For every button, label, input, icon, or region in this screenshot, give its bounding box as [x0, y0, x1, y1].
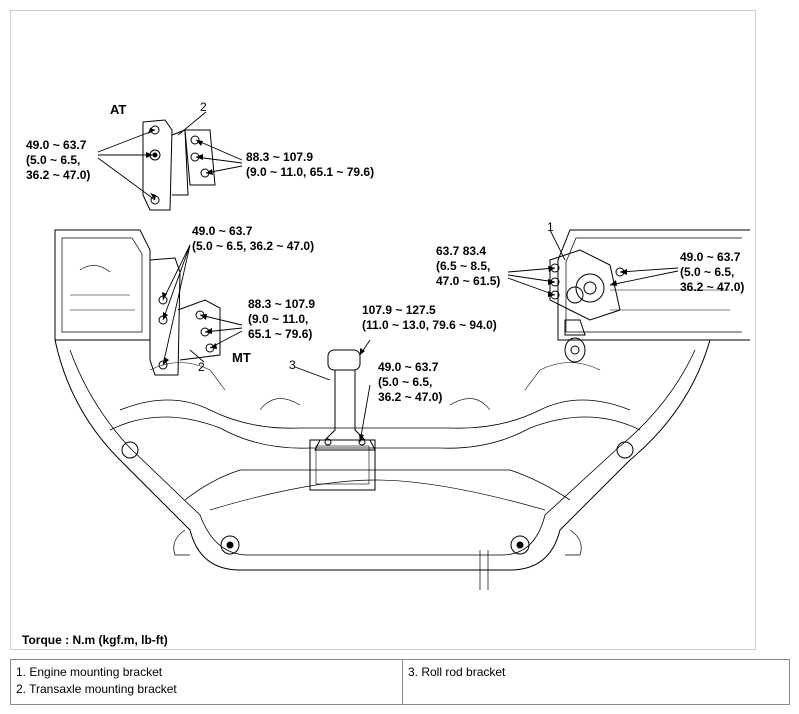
roll-rod-bracket: [314, 349, 376, 451]
legend-item-roll-rod-bracket: 3. Roll rod bracket: [408, 665, 506, 679]
engine-mounting-bracket: [549, 249, 625, 363]
roll-rod-torque-top: 107.9 ~ 127.5 (11.0 ~ 13.0, 79.6 ~ 94.0): [362, 303, 497, 332]
subframe-mount-diagram: [54, 111, 750, 590]
subframe: [54, 229, 750, 590]
mt-label: MT: [232, 350, 251, 365]
at-transaxle-bracket: [142, 119, 216, 211]
at-bracket-torque-left: 49.0 ~ 63.7 (5.0 ~ 6.5, 36.2 ~ 47.0): [26, 138, 91, 182]
at-bracket-torque-right: 88.3 ~ 107.9 (9.0 ~ 11.0, 65.1 ~ 79.6): [246, 150, 375, 179]
mt-bracket-torque-right: 88.3 ~ 107.9 (9.0 ~ 11.0, 65.1 ~ 79.6): [248, 297, 316, 341]
legend-item-transaxle-mounting-bracket: 2. Transaxle mounting bracket: [16, 682, 177, 696]
callout-2-mt: 2: [198, 360, 205, 374]
torque-units-note: Torque : N.m (kgf.m, lb-ft): [22, 633, 168, 647]
engine-bracket-torque-left: 63.7 83.4 (6.5 ~ 8.5, 47.0 ~ 61.5): [436, 244, 501, 288]
mt-transaxle-bracket: [149, 257, 221, 376]
figure-frame: [10, 10, 756, 650]
engine-bracket-torque-right: 49.0 ~ 63.7 (5.0 ~ 6.5, 36.2 ~ 47.0): [680, 250, 745, 294]
mt-bracket-torque-top: 49.0 ~ 63.7 (5.0 ~ 6.5, 36.2 ~ 47.0): [192, 224, 315, 253]
callout-2-at: 2: [200, 100, 207, 114]
roll-rod-torque-bottom: 49.0 ~ 63.7 (5.0 ~ 6.5, 36.2 ~ 47.0): [378, 360, 443, 404]
callout-3: 3: [289, 358, 296, 372]
callout-1: 1: [547, 220, 554, 234]
leader-lines: [97, 111, 679, 443]
parts-legend-table: 1. Engine mounting bracket 2. Transaxle …: [10, 659, 790, 705]
at-label: AT: [110, 102, 127, 117]
arrowheads: [146, 128, 627, 442]
legend-column-right: 3. Roll rod bracket: [403, 660, 789, 704]
legend-column-left: 1. Engine mounting bracket 2. Transaxle …: [11, 660, 403, 704]
legend-item-engine-mounting-bracket: 1. Engine mounting bracket: [16, 665, 163, 679]
